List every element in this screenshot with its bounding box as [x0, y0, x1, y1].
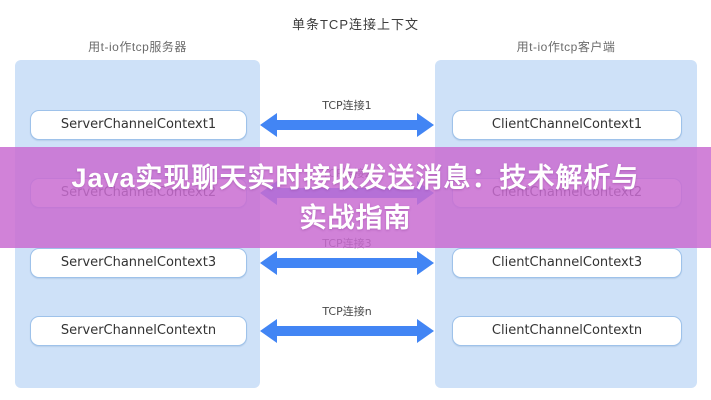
- double-arrow-icon: [260, 248, 434, 278]
- client-channel-context-box: ClientChannelContext1: [452, 110, 682, 140]
- banner-title-line2: 实战指南: [299, 203, 412, 233]
- connection-row-1: ServerChannelContext1 TCP连接1 ClientChann…: [0, 99, 711, 140]
- server-column-header: 用t-io作tcp服务器: [88, 40, 187, 54]
- double-arrow-icon: [260, 316, 434, 346]
- arrow-head-left-icon: [260, 113, 277, 137]
- server-channel-context-box: ServerChannelContext1: [30, 110, 247, 140]
- banner-title-line1: Java实现聊天实时接收发送消息：技术解析与: [71, 163, 640, 193]
- arrow-shaft: [272, 326, 422, 336]
- connection-row-n: ServerChannelContextn TCP连接n ClientChann…: [0, 305, 711, 346]
- arrow-head-left-icon: [260, 251, 277, 275]
- server-channel-context-box: ServerChannelContextn: [30, 316, 247, 346]
- client-channel-context-box: ClientChannelContextn: [452, 316, 682, 346]
- tcp-link: TCP连接n: [260, 305, 434, 346]
- page-title: 单条TCP连接上下文: [291, 17, 419, 32]
- arrow-head-left-icon: [260, 319, 277, 343]
- arrow-shaft: [272, 258, 422, 268]
- tcp-link-label: TCP连接n: [322, 305, 372, 318]
- banner-title: Java实现聊天实时接收发送消息：技术解析与 实战指南: [0, 147, 711, 238]
- arrow-head-right-icon: [417, 113, 434, 137]
- server-channel-context-box: ServerChannelContext3: [30, 248, 247, 278]
- arrow-head-right-icon: [417, 251, 434, 275]
- tcp-link: TCP连接1: [260, 99, 434, 140]
- arrow-head-right-icon: [417, 319, 434, 343]
- client-column-header: 用t-io作tcp客户端: [516, 40, 616, 54]
- tcp-link-label: TCP连接1: [322, 99, 372, 112]
- title-banner-overlay: Java实现聊天实时接收发送消息：技术解析与 实战指南: [0, 147, 711, 248]
- double-arrow-icon: [260, 110, 434, 140]
- connection-row-3: ServerChannelContext3 TCP连接3 ClientChann…: [0, 237, 711, 278]
- client-channel-context-box: ClientChannelContext3: [452, 248, 682, 278]
- arrow-shaft: [272, 120, 422, 130]
- tcp-link: TCP连接3: [260, 237, 434, 278]
